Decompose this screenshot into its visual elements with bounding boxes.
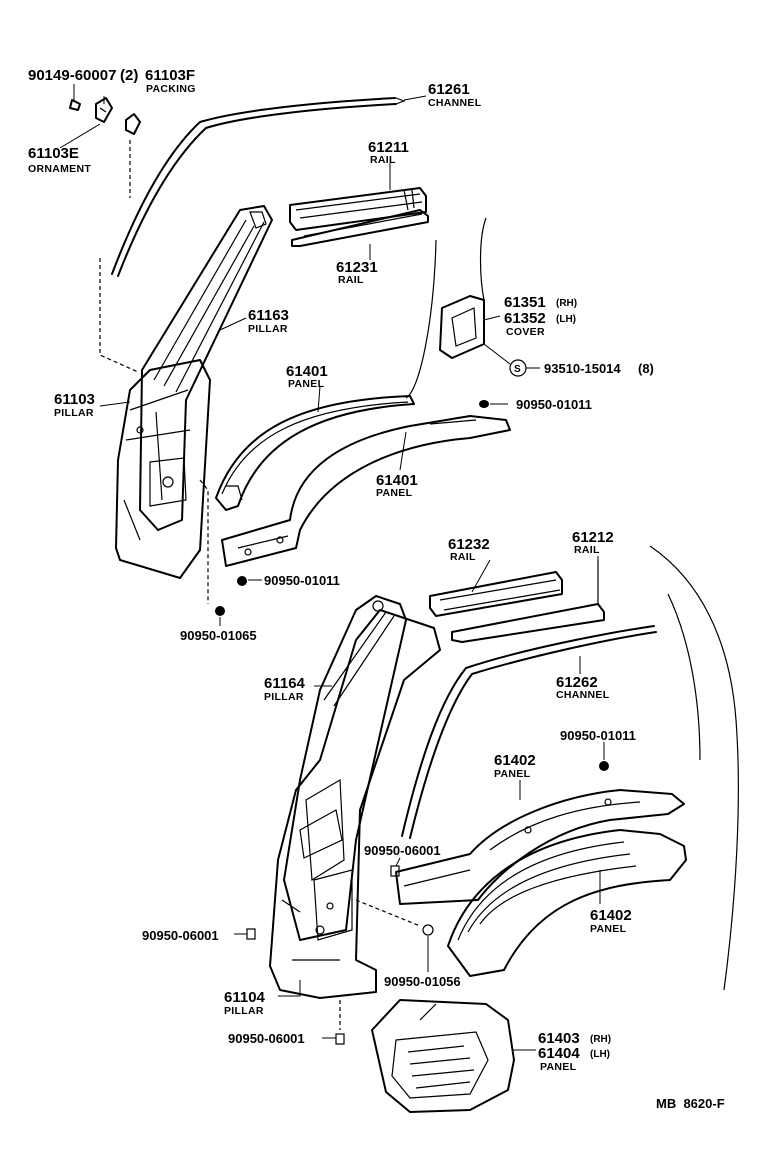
- clip-90950-06001-a: [390, 865, 400, 877]
- panel-61401-upper: [215, 395, 415, 511]
- name-6140x: PANEL: [540, 1061, 577, 1073]
- label-61103: 61103: [54, 391, 95, 408]
- drawing-code: MB 8620-F: [656, 1096, 725, 1111]
- name-61104: PILLAR: [224, 1005, 264, 1017]
- name-61103F: PACKING: [146, 83, 196, 95]
- name-61402-upper: PANEL: [494, 768, 531, 780]
- side-61351: (RH): [556, 298, 577, 309]
- name-61164: PILLAR: [264, 691, 304, 703]
- panel-61402-lower: [447, 829, 687, 977]
- pillar-61163: [139, 205, 273, 531]
- label-61401-upper: 61401: [286, 363, 328, 380]
- name-61103E: ORNAMENT: [28, 163, 91, 175]
- panel-61402-upper: [395, 789, 685, 905]
- nut-90950-01011-upper: [479, 400, 489, 408]
- label-90950-01065: 90950-01065: [180, 628, 257, 643]
- label-61401-lower: 61401: [376, 472, 418, 489]
- side-61404: (LH): [590, 1049, 610, 1060]
- label-90950-01011-upper: 90950-01011: [516, 397, 592, 412]
- leader-lines: [59, 84, 605, 1051]
- label-90950-01056: 90950-01056: [384, 974, 461, 989]
- label-61402-lower: 61402: [590, 907, 632, 924]
- label-61352: 61352: [504, 310, 546, 327]
- label-61212: 61212: [572, 529, 614, 546]
- name-61401-upper: PANEL: [288, 378, 325, 390]
- pillar-61104: [269, 609, 441, 999]
- label-61164: 61164: [264, 675, 306, 692]
- door-outline-lower: [649, 545, 739, 991]
- label-61163: 61163: [248, 307, 289, 324]
- name-61163: PILLAR: [248, 323, 288, 335]
- rail-61231: [291, 209, 429, 247]
- label-61104: 61104: [224, 989, 266, 1006]
- label-90950-06001-b: 90950-06001: [142, 928, 219, 943]
- pillar-61103: [115, 359, 211, 579]
- label-93510-15014: 93510-15014: [544, 361, 621, 376]
- side-61403: (RH): [590, 1034, 611, 1045]
- label-90950-01011-lower: 90950-01011: [560, 728, 636, 743]
- rail-61212: [451, 560, 605, 643]
- name-61262: CHANNEL: [556, 689, 610, 701]
- name-6135x: COVER: [506, 326, 545, 338]
- label-61231: 61231: [336, 259, 378, 276]
- panel-61403: [371, 999, 515, 1113]
- ornament-61103E: [125, 113, 141, 135]
- channel-61262: [401, 625, 657, 839]
- clip-90149-60007: [69, 99, 81, 111]
- cover-61351: [439, 295, 485, 359]
- name-61212: RAIL: [574, 544, 600, 556]
- label-61402-upper: 61402: [494, 752, 536, 769]
- label-90149-qty: (2): [120, 67, 138, 84]
- name-61401-lower: PANEL: [376, 487, 413, 499]
- labels: 90149-60007 (2) 61103F PACKING 61103E OR…: [28, 67, 725, 1111]
- label-61261: 61261: [428, 81, 470, 98]
- label-61262: 61262: [556, 674, 598, 691]
- name-61231: RAIL: [338, 274, 364, 286]
- label-61404: 61404: [538, 1045, 580, 1062]
- channel-61261: [111, 97, 406, 277]
- panel-61401-lower: [221, 415, 511, 567]
- label-93510-qty: (8): [638, 361, 654, 376]
- label-61232: 61232: [448, 536, 490, 553]
- screw-letter: S: [514, 364, 521, 375]
- label-61211: 61211: [368, 139, 409, 156]
- nut-90950-01011-lower: [599, 761, 609, 771]
- pillar-61164: [283, 595, 407, 941]
- name-61103: PILLAR: [54, 407, 94, 419]
- name-61211: RAIL: [370, 154, 396, 166]
- label-90950-01011-mid: 90950-01011: [264, 573, 340, 588]
- clip-90950-06001-c: [335, 1033, 345, 1045]
- nut-90950-01065: [215, 606, 225, 616]
- name-61402-lower: PANEL: [590, 923, 627, 935]
- name-61232: RAIL: [450, 551, 476, 563]
- label-61103E: 61103E: [28, 145, 79, 162]
- rail-61211: [289, 187, 427, 231]
- label-61351: 61351: [504, 294, 546, 311]
- label-90149-60007: 90149-60007: [28, 67, 116, 84]
- name-61261: CHANNEL: [428, 97, 482, 109]
- label-90950-06001-c: 90950-06001: [228, 1031, 305, 1046]
- nut-90950-01056: [422, 924, 434, 936]
- rail-61232: [429, 571, 563, 617]
- label-61103F: 61103F: [145, 67, 195, 84]
- door-outline-upper: [479, 217, 487, 301]
- label-90950-06001-a: 90950-06001: [364, 843, 441, 858]
- clip-90950-06001-b: [246, 928, 256, 940]
- nut-90950-01011-mid: [237, 576, 247, 586]
- side-61352: (LH): [556, 314, 576, 325]
- label-61403: 61403: [538, 1030, 580, 1047]
